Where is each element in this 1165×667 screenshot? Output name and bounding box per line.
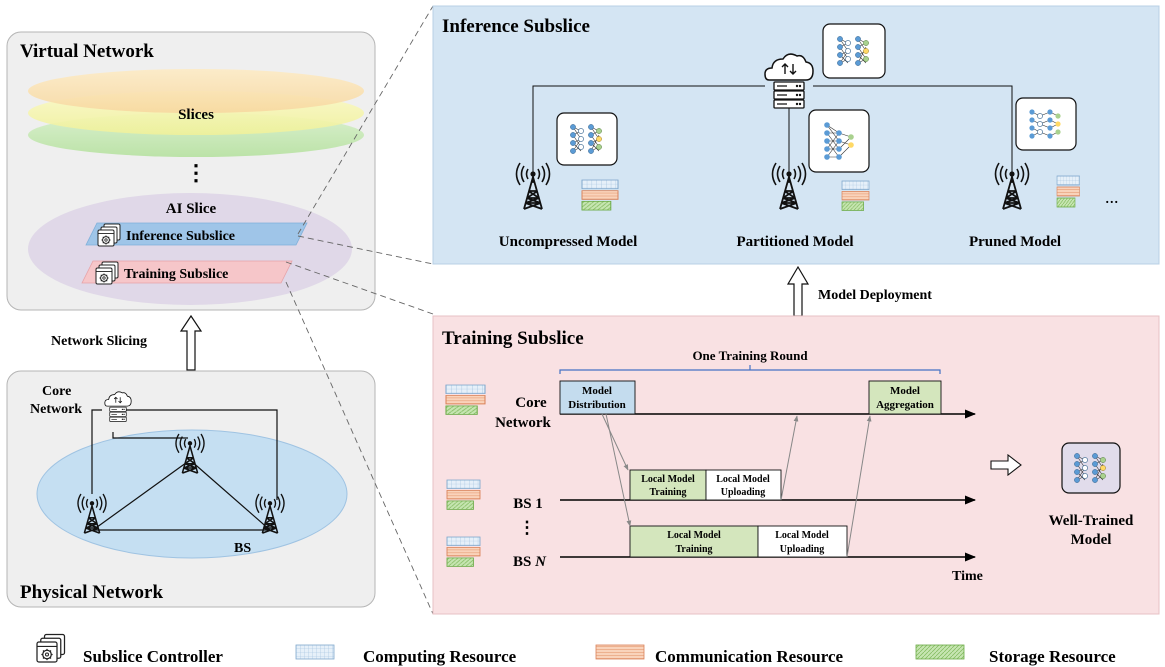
svg-text:Local Model: Local Model — [716, 474, 770, 485]
virtual-network-title: Virtual Network — [20, 41, 154, 62]
storage-resource-swatch — [915, 644, 965, 660]
bs1-local-training-box: Local Model Training — [629, 469, 707, 501]
partitioned-neural-network-icon — [824, 122, 854, 160]
svg-text:Distribution: Distribution — [568, 399, 625, 411]
inference-links — [532, 85, 1013, 183]
subslice-controller-icon — [36, 633, 66, 663]
svg-text:Local Model: Local Model — [641, 474, 695, 485]
legend-storage-resource: Storage Resource — [989, 647, 1116, 666]
communication-resource-swatch — [595, 644, 645, 660]
bsn-row-label: BS N — [513, 554, 547, 570]
svg-text:Uploading: Uploading — [721, 487, 765, 498]
core-row-label-line2: Network — [495, 415, 551, 431]
physical-links — [91, 409, 278, 531]
core-row-label-line1: Core — [515, 395, 547, 411]
svg-text:Model: Model — [582, 385, 612, 397]
legend-computing-resource: Computing Resource — [363, 647, 517, 666]
physical-network-title: Physical Network — [20, 582, 163, 603]
bs-label: BS — [234, 541, 251, 556]
training-round-brace — [559, 365, 941, 374]
legend-subslice-controller: Subslice Controller — [83, 647, 223, 666]
virtual-network-panel: Virtual Network Slices ⋮ AI Slice Infere… — [6, 31, 376, 311]
to-well-trained-arrow — [990, 453, 1022, 477]
inference-subslice-bar: Inference Subslice — [85, 222, 308, 247]
model-aggregation-box: Model Aggregation — [868, 380, 942, 415]
svg-text:Local Model: Local Model — [775, 530, 829, 541]
bsn-local-uploading-box: Local Model Uploading — [757, 525, 848, 558]
training-title: Training Subslice — [442, 328, 584, 349]
inference-title: Inference Subslice — [442, 16, 590, 37]
well-trained-model-box — [1061, 442, 1121, 494]
slices-label: Slices — [178, 107, 214, 123]
ai-slice-label: AI Slice — [166, 201, 217, 217]
network-slicing-arrow: Network Slicing — [51, 314, 203, 371]
core-network-label-line2: Network — [30, 402, 82, 417]
svg-text:Model: Model — [890, 385, 920, 397]
slice-layer-orange — [28, 69, 364, 113]
model-distribution-box: Model Distribution — [559, 380, 636, 415]
svg-text:Training: Training — [675, 544, 712, 555]
training-subslice-bar-label: Training Subslice — [124, 267, 228, 282]
zoom-dashed-lines — [285, 5, 434, 615]
training-subslice-bar: Training Subslice — [81, 260, 293, 285]
subslice-controller-icon — [97, 223, 121, 247]
well-trained-label-line1: Well-Trained — [1049, 513, 1134, 529]
svg-text:Aggregation: Aggregation — [876, 399, 934, 411]
training-round-label: One Training Round — [692, 348, 808, 363]
bs1-row-label: BS 1 — [513, 496, 543, 512]
pruned-neural-network-icon — [1029, 109, 1061, 139]
svg-text:Training: Training — [649, 487, 686, 498]
transfer-arrows — [601, 413, 872, 558]
time-label: Time — [952, 569, 983, 584]
model-deployment-arrow: Model Deployment — [786, 265, 932, 317]
subslice-controller-icon — [95, 261, 119, 285]
legend: Subslice Controller Computing Resource C… — [36, 633, 1116, 666]
well-trained-label-line2: Model — [1071, 532, 1112, 548]
network-slicing-label: Network Slicing — [51, 334, 147, 349]
legend-communication-resource: Communication Resource — [655, 647, 844, 666]
model-deployment-label: Model Deployment — [818, 288, 932, 303]
computing-resource-swatch — [295, 644, 335, 660]
inference-subslice-bar-label: Inference Subslice — [126, 229, 235, 244]
bs-rows-dots: ⋮ — [519, 518, 536, 537]
inference-subslice-panel: Inference Subslice — [432, 5, 1160, 265]
pruned-model-label: Pruned Model — [969, 234, 1061, 250]
core-network-label-line1: Core — [42, 384, 71, 399]
training-subslice-panel: Training Subslice One Training Round Cor… — [432, 315, 1160, 615]
physical-network-panel: Physical Network Core Network BS — [6, 370, 376, 608]
slices-dots: ⋮ — [185, 160, 207, 185]
server-model-box — [822, 23, 886, 79]
pruned-model-box — [1015, 97, 1077, 151]
bs1-local-uploading-box: Local Model Uploading — [705, 469, 782, 501]
uncompressed-model-label: Uncompressed Model — [499, 234, 637, 250]
uncompressed-model-box — [556, 112, 618, 166]
bsn-local-training-box: Local Model Training — [629, 525, 759, 558]
partitioned-model-label: Partitioned Model — [736, 234, 853, 250]
svg-text:Local Model: Local Model — [667, 530, 721, 541]
more-models-ellipsis: ... — [1105, 187, 1119, 207]
svg-text:Uploading: Uploading — [780, 544, 824, 555]
